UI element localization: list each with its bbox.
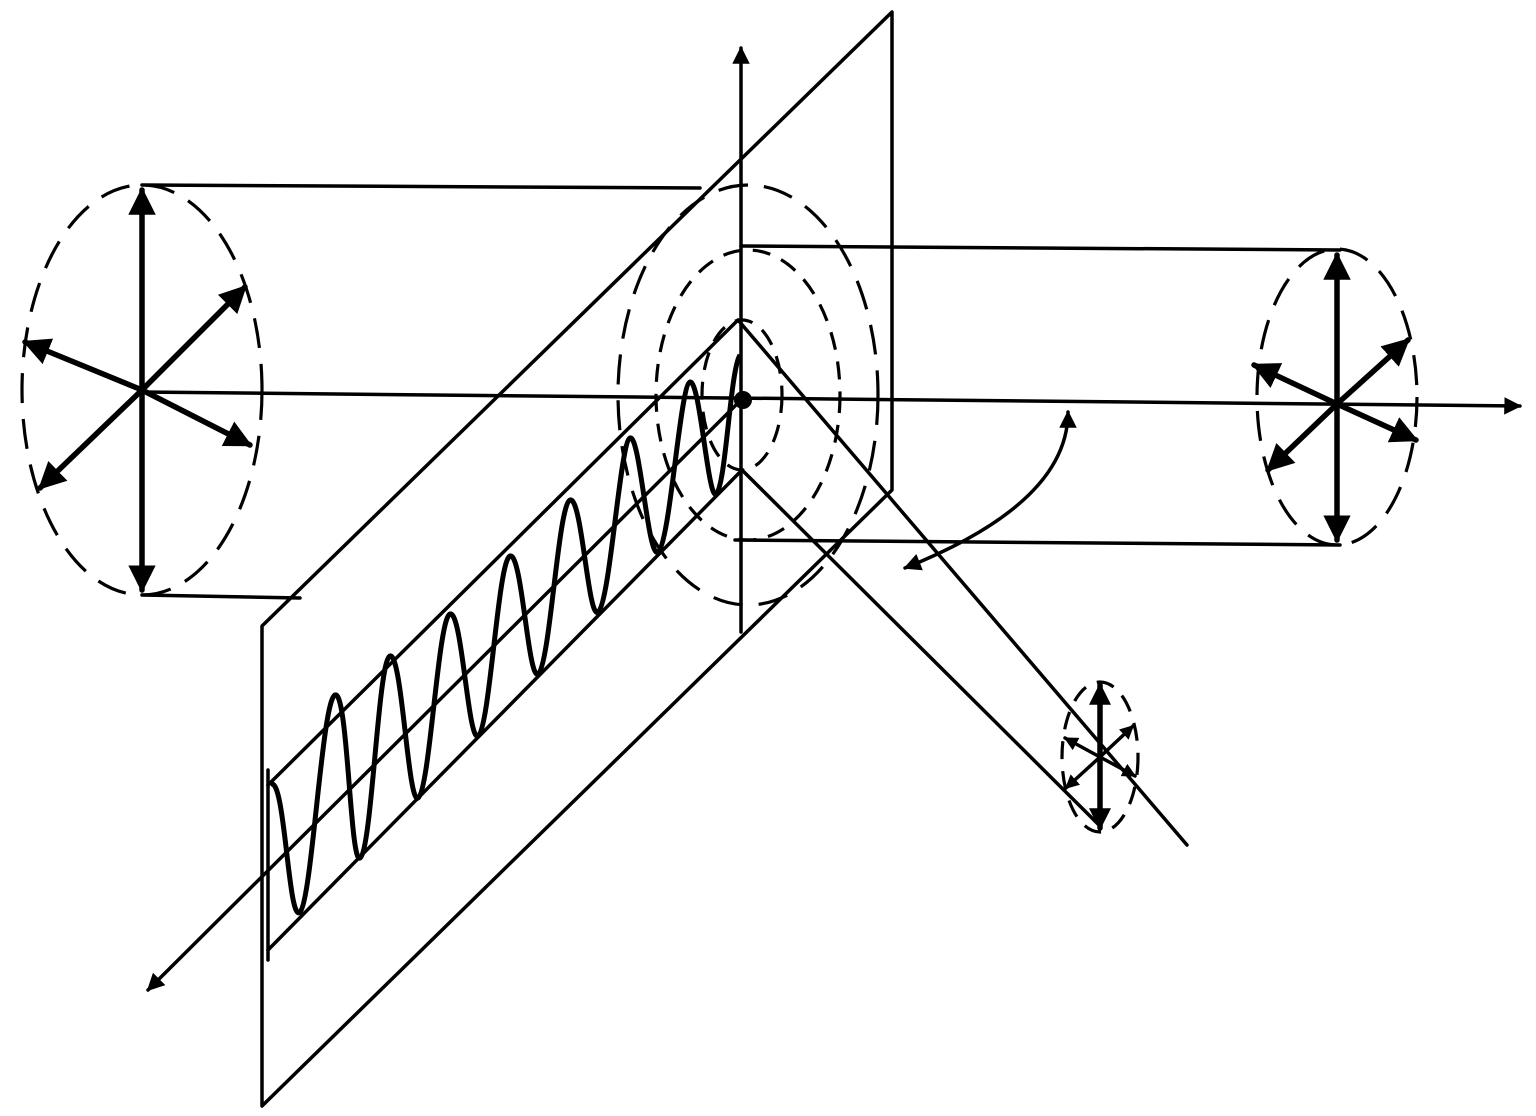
incidence-point xyxy=(734,391,752,409)
reflected-beam-cross-section xyxy=(1060,680,1140,834)
horizontal-axis xyxy=(138,390,1522,415)
angle-arc xyxy=(903,410,1077,571)
transmitted-cross-section-ellipse xyxy=(1255,247,1419,547)
incidence-point-ellipses xyxy=(616,183,880,607)
diagonal-axis xyxy=(146,398,743,992)
incident-wave xyxy=(268,353,743,915)
incident-beam-cylinder xyxy=(20,183,702,600)
transmitted-beam-cylinder xyxy=(733,244,1419,547)
reflecting-plane xyxy=(260,10,894,1108)
